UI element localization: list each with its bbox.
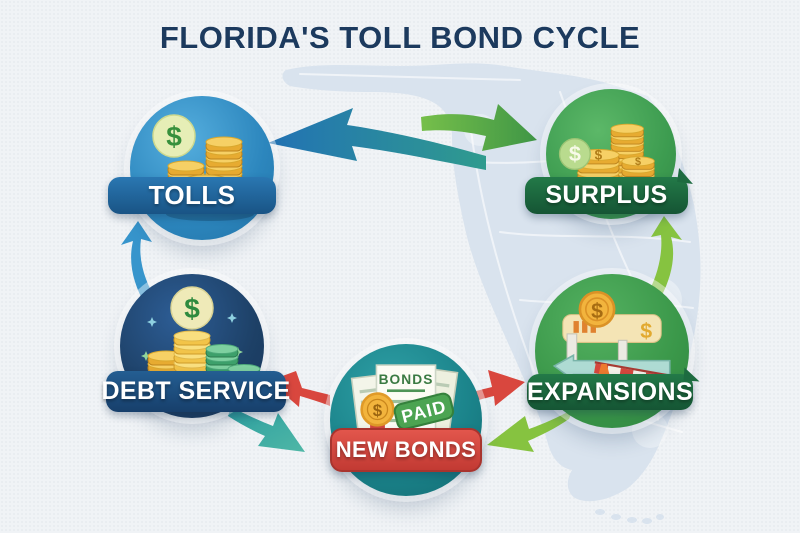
arrow-expansions-to-new-bonds (487, 409, 573, 452)
arrow-debt-service-to-tolls (121, 221, 159, 306)
expansions-banner: EXPANSIONS (527, 374, 693, 410)
tolls-coins-icon: $ (152, 114, 254, 221)
dollar-badge: $ (558, 137, 591, 171)
node-new-bonds: BONDS $ PAID NEW BONDS (328, 344, 484, 504)
canopy-dollar-sign: $ (640, 319, 652, 343)
new-bonds-banner: NEW BONDS (330, 428, 482, 472)
new-bonds-circle: BONDS $ PAID (330, 344, 482, 496)
page-title: FLORIDA'S TOLL BOND CYCLE (159, 20, 641, 55)
tolls-banner: TOLLS (108, 177, 276, 214)
map-keys-islands (595, 509, 664, 524)
coin-icon: $ (578, 290, 616, 328)
dollar-sign: $ (591, 299, 603, 323)
arrow-debt-service-to-new-bonds (228, 407, 305, 452)
dollar-sign: $ (569, 141, 581, 166)
dollar-sign: $ (166, 121, 182, 152)
surplus-label: SURPLUS (545, 181, 668, 209)
dollar-sign: $ (184, 293, 200, 324)
node-expansions: $ (524, 274, 700, 434)
bonds-doc-title: BONDS (379, 372, 434, 387)
expansions-label: EXPANSIONS (526, 377, 694, 406)
dollar-badge: $ (170, 286, 214, 330)
node-surplus: $ $ $ SURPLUS (522, 88, 694, 228)
tolls-circle: $ (130, 96, 274, 240)
node-debt-service: $ DEBT SERVICE (101, 274, 291, 424)
arrow-surplus-to-tolls (268, 108, 486, 170)
dollar-sign: $ (373, 401, 383, 420)
tolls-label: TOLLS (148, 180, 236, 210)
seal-coin-icon: $ (360, 392, 395, 427)
debt-service-label: DEBT SERVICE (101, 377, 291, 405)
coin-dollar-sign: $ (595, 147, 603, 162)
arrow-new-bonds-to-expansions (464, 370, 525, 406)
dollar-badge: $ (152, 114, 196, 158)
surplus-banner: SURPLUS (525, 177, 688, 214)
coin-dollar-sign: $ (635, 156, 641, 168)
node-tolls: $ TOLLS (106, 95, 278, 245)
debt-service-banner: DEBT SERVICE (101, 371, 290, 412)
arrow-tolls-to-surplus (421, 104, 537, 151)
arrow-expansions-to-surplus (647, 216, 682, 297)
new-bonds-label: NEW BONDS (335, 437, 477, 462)
bond-documents-icon: BONDS $ PAID (350, 364, 459, 453)
